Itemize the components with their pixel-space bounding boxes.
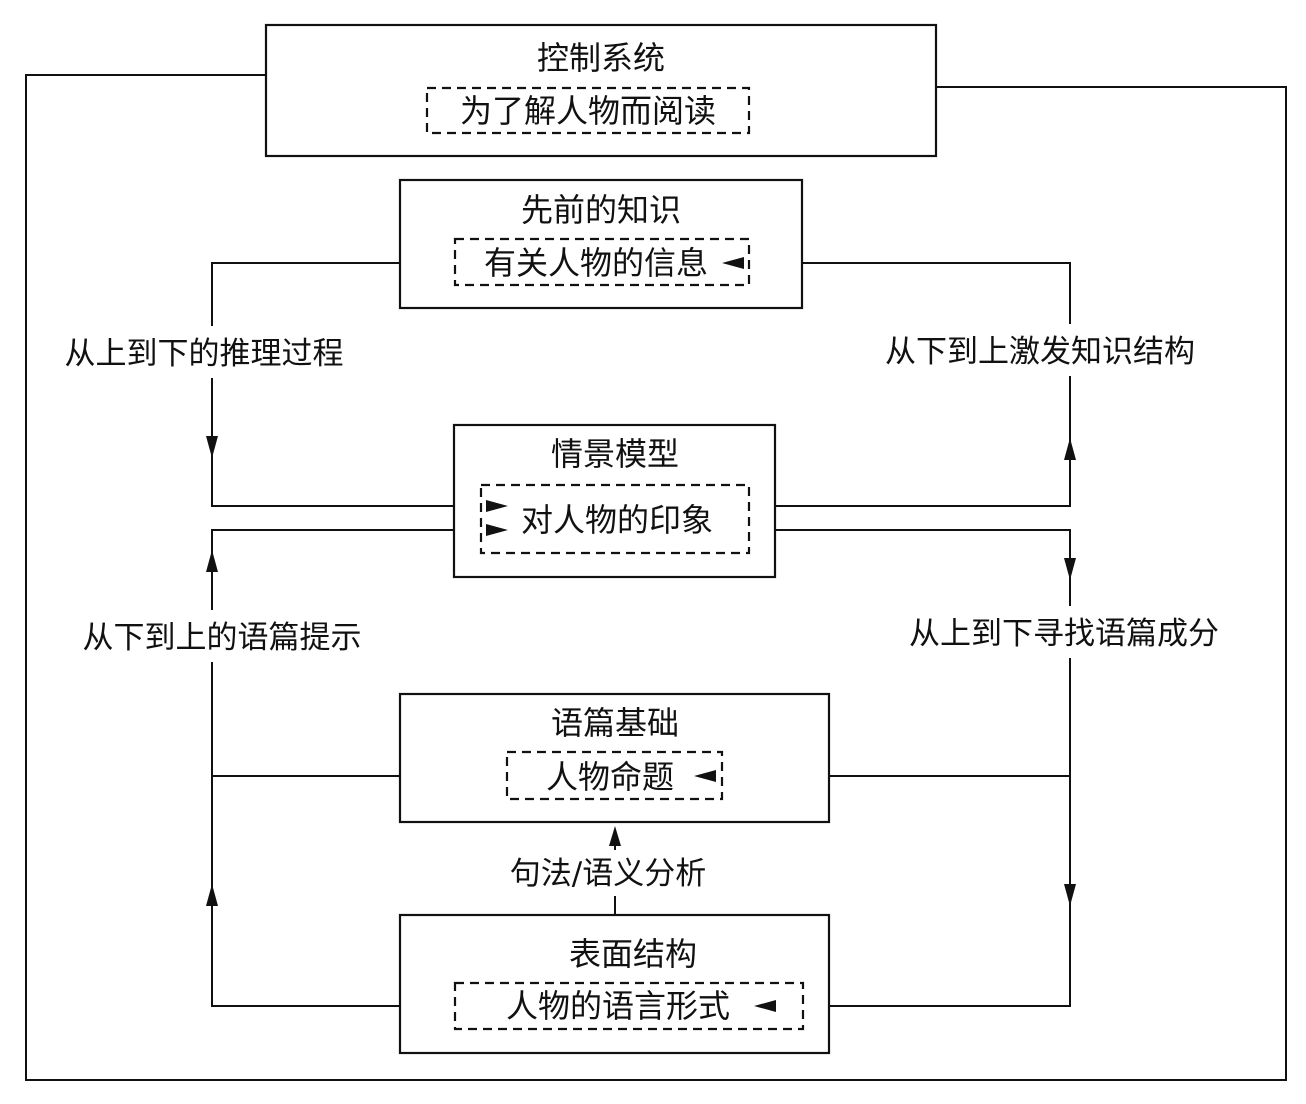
situation-model-content: 对人物的印象 [521, 501, 713, 539]
syntax-semantics-label: 句法/语义分析 [510, 856, 706, 892]
arrow-up-left-lower [206, 884, 218, 906]
arrow-right-into-situation-lower [486, 524, 508, 536]
arrow-down-right-upper [1064, 558, 1076, 580]
control-system-title: 控制系统 [537, 39, 665, 77]
textbase-content: 人物命题 [546, 758, 674, 796]
bottom-up-cues-line [211, 529, 481, 1007]
control-system-goal: 为了解人物而阅读 [460, 92, 716, 130]
top-down-inference-line [211, 262, 481, 507]
arrow-left-into-prior-knowledge [722, 257, 744, 269]
arrow-down-right-lower [1064, 884, 1076, 906]
bottom-up-activation-line [716, 262, 1071, 507]
arrow-up-right [1064, 438, 1076, 460]
surface-structure-title: 表面结构 [569, 935, 697, 973]
top-down-search-label: 从上到下寻找语篇成分 [909, 616, 1219, 652]
arrow-up-into-textbase [609, 826, 621, 846]
situation-model-inner-box [479, 483, 751, 555]
arrow-right-into-situation-upper [486, 500, 508, 512]
control-system-inner-box [425, 86, 751, 135]
prior-knowledge-content: 有关人物的信息 [484, 244, 708, 282]
arrow-left-into-surface [754, 1000, 776, 1012]
bottom-up-cues-label: 从下到上的语篇提示 [83, 620, 362, 656]
prior-knowledge-inner-box [453, 237, 751, 287]
arrow-up-left-upper [206, 550, 218, 572]
textbase-inner-box [505, 750, 724, 801]
outer-loop-left [25, 74, 1287, 1081]
prior-knowledge-title: 先前的知识 [521, 191, 681, 229]
surface-structure-inner-box [453, 981, 805, 1031]
textbase-box [398, 692, 831, 824]
textbase-title: 语篇基础 [551, 704, 679, 742]
top-down-inference-label: 从上到下的推理过程 [65, 336, 344, 372]
situation-model-title: 情景模型 [551, 435, 679, 473]
bottom-up-activation-label: 从下到上激发知识结构 [885, 334, 1195, 370]
arrow-left-into-textbase [694, 770, 716, 782]
top-down-search-line [750, 529, 1071, 1007]
arrow-down-left [206, 436, 218, 458]
surface-structure-content: 人物的语言形式 [506, 987, 730, 1025]
